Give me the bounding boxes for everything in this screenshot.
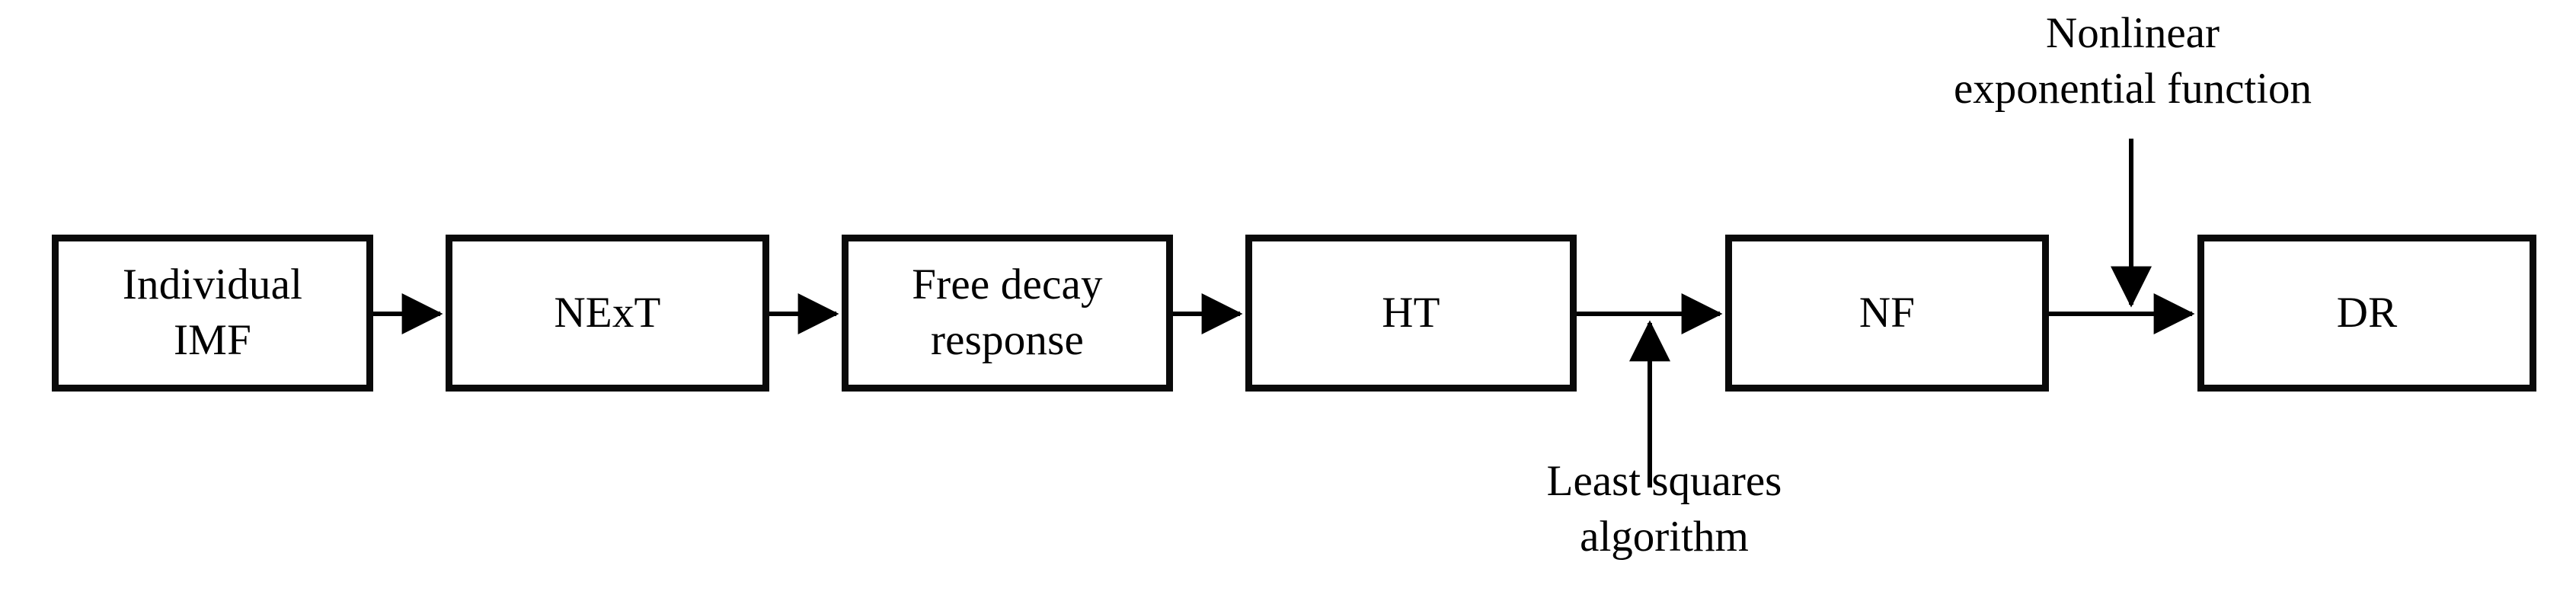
node-label-next: NExT [554,288,661,337]
node-nf[interactable]: NF [1725,235,2049,392]
annotation-nonlinear-exponential-function: Nonlinear exponential function [1953,9,2312,113]
node-dr[interactable]: DR [2197,235,2536,392]
node-individual-imf[interactable]: Individual IMF [52,235,373,392]
node-ht[interactable]: HT [1245,235,1577,392]
node-label-nf: NF [1858,288,1916,337]
node-free-decay-response[interactable]: Free decay response [842,235,1173,392]
node-label-dr: DR [2336,288,2398,337]
node-next[interactable]: NExT [446,235,769,392]
annotation-least-squares-algorithm: Least squares algorithm [1546,457,1782,561]
node-label-ht: HT [1382,288,1440,337]
node-label-individual-imf: Individual IMF [122,261,303,364]
node-label-free-decay-response: Free decay response [912,261,1103,364]
